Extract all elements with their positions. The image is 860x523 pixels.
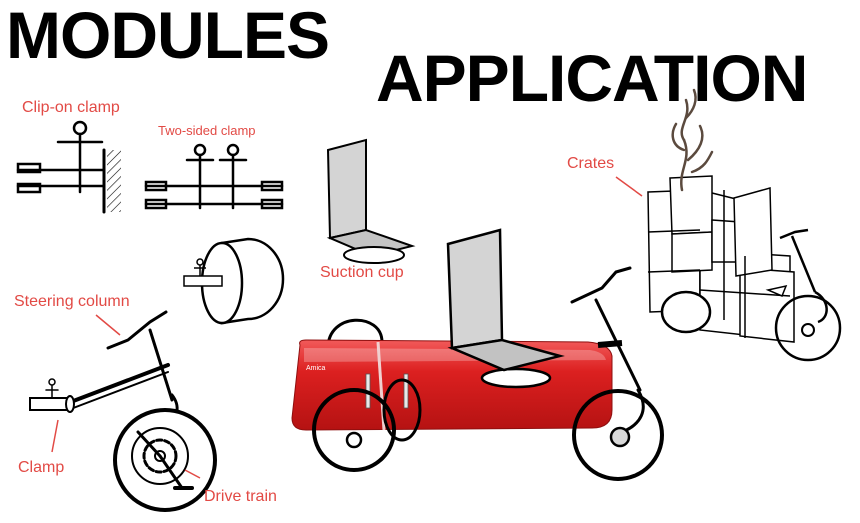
crates-module-drawing — [648, 90, 840, 360]
steering-column-label: Steering column — [14, 294, 130, 310]
clip-on-clamp-drawing — [18, 122, 121, 212]
clip-on-clamp-label: Clip-on clamp — [22, 100, 120, 116]
plant-sprig — [673, 90, 712, 190]
fridge-body: Amica — [292, 340, 612, 430]
crates-label: Crates — [567, 156, 614, 172]
clamp-label: Clamp — [18, 460, 64, 476]
suction-cup-drawing — [328, 140, 412, 263]
suction-cup-label: Suction cup — [320, 265, 404, 281]
two-sided-clamp-label: Two-sided clamp — [158, 124, 256, 137]
steering-module-drawing — [30, 312, 215, 510]
two-sided-clamp-drawing — [146, 145, 282, 208]
cylinder-module-drawing — [184, 239, 283, 323]
drive-train-label: Drive train — [204, 489, 277, 505]
fridge-brand-logo: Amica — [306, 365, 326, 372]
crates-leader-line — [616, 177, 642, 196]
